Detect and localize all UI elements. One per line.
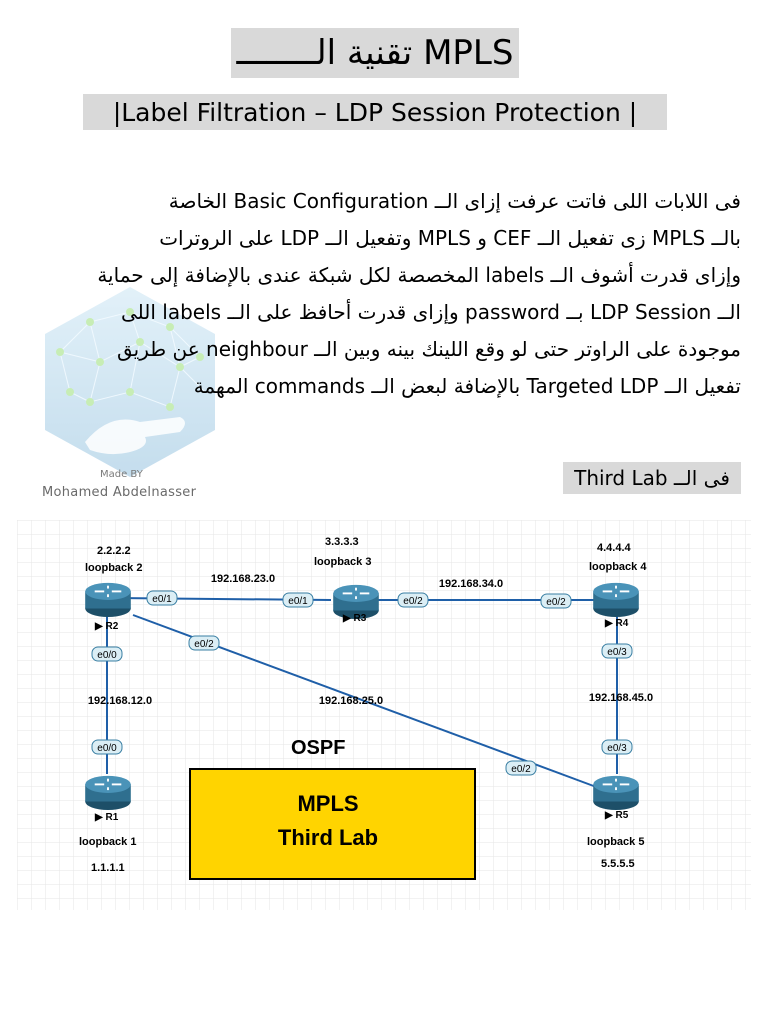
svg-text:▶ R1: ▶ R1	[94, 812, 119, 823]
intro-line: موجودة على الراوتر حتى لو وقع اللينك بين…	[116, 337, 741, 361]
router-ip: 4.4.4.4	[597, 542, 632, 554]
router-name: R1	[105, 812, 118, 823]
iface-label: e0/1	[288, 596, 308, 607]
intro-line: وإزاى قدرت أشوف الــ labels المخصصة لكل …	[97, 263, 741, 287]
router-ip: 5.5.5.5	[601, 858, 635, 870]
router-loopback: loopback 3	[314, 556, 371, 568]
page-title: تقنية الــــــــ MPLS	[231, 28, 519, 78]
svg-text:▶ R5: ▶ R5	[604, 810, 629, 821]
network-label: 192.168.25.0	[319, 695, 383, 707]
box-line-1: MPLS	[297, 791, 358, 816]
router-name: R3	[353, 613, 366, 624]
router-loopback: loopback 4	[589, 561, 647, 573]
page-subtitle: |Label Filtration – LDP Session Protecti…	[83, 94, 667, 130]
watermark-logo-icon	[45, 287, 215, 477]
router-name: R4	[615, 618, 628, 629]
box-line-2: Third Lab	[278, 825, 378, 850]
watermark-made-by: Made BY	[100, 469, 143, 480]
router-name: R2	[105, 621, 118, 632]
iface-label: e0/0	[97, 743, 117, 754]
router-loopback: loopback 5	[587, 836, 644, 848]
lab-heading: فى الــ Third Lab	[563, 462, 741, 494]
svg-text:▶ R3: ▶ R3	[342, 613, 367, 624]
protocol-label: OSPF	[291, 737, 345, 759]
router-ip: 1.1.1.1	[91, 862, 125, 874]
network-label: 192.168.12.0	[88, 695, 152, 707]
router-r5-icon	[592, 774, 640, 811]
intro-line: تفعيل الــ Targeted LDP بالإضافة لبعض ال…	[193, 374, 741, 398]
watermark-author: Mohamed Abdelnasser	[42, 485, 197, 500]
svg-text:▶ R2: ▶ R2	[94, 621, 119, 632]
intro-line: الــ LDP Session بــ password وإزاى قدرت…	[120, 300, 741, 324]
iface-label: e0/3	[607, 743, 627, 754]
network-label: 192.168.45.0	[589, 692, 653, 704]
iface-label: e0/0	[97, 650, 117, 661]
network-label: 192.168.23.0	[211, 573, 275, 585]
router-r2-icon	[84, 581, 132, 618]
router-loopback: loopback 2	[85, 562, 142, 574]
network-topology-diagram: e0/1 e0/1 e0/2 e0/2 e0/0 e0/0 e0/2 e0/2 …	[17, 520, 751, 910]
iface-label: e0/2	[403, 596, 423, 607]
router-r1-icon	[84, 774, 132, 811]
network-label: 192.168.34.0	[439, 578, 503, 590]
iface-label: e0/1	[152, 594, 172, 605]
iface-label: e0/2	[546, 597, 566, 608]
svg-text:▶ R4: ▶ R4	[604, 618, 629, 629]
iface-label: e0/3	[607, 647, 627, 658]
router-ip: 2.2.2.2	[97, 545, 131, 557]
iface-label: e0/2	[511, 764, 531, 775]
intro-line: بالــ MPLS زى تفعيل الــ CEF و MPLS وتفع…	[159, 226, 741, 250]
router-r4-icon	[592, 581, 640, 618]
router-loopback: loopback 1	[79, 836, 136, 848]
iface-label: e0/2	[194, 639, 214, 650]
router-ip: 3.3.3.3	[325, 536, 359, 548]
router-name: R5	[615, 810, 628, 821]
lab-title-box	[189, 768, 476, 880]
intro-line: فى اللابات اللى فاتت عرفت إزاى الــ Basi…	[168, 189, 741, 213]
intro-paragraph: فى اللابات اللى فاتت عرفت إزاى الــ Basi…	[14, 183, 741, 405]
